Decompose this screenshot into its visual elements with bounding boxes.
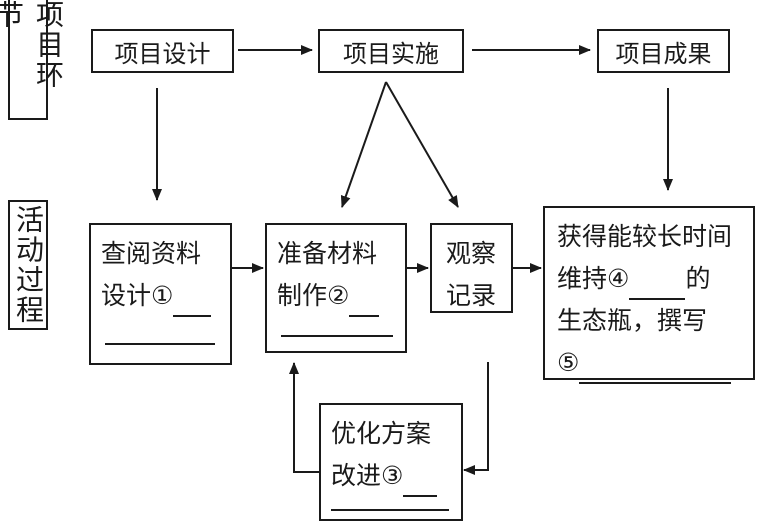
arrow-observe-to-optimize <box>463 362 489 475</box>
outcome-line2a: 维持 <box>557 264 608 293</box>
research-mark: ① <box>151 281 174 310</box>
optimize-blank-1 <box>403 467 438 497</box>
stage-result-box: 项目成果 <box>597 29 730 73</box>
row-label-stage-text: 项目环节 <box>0 0 65 90</box>
optimize-line2: 改进③ <box>331 455 451 497</box>
outcome-line2b: 的 <box>685 264 711 293</box>
prepare-blank-1 <box>349 287 380 317</box>
outcome-blank-2 <box>579 354 732 384</box>
outcome-mark5: ⑤ <box>557 348 580 377</box>
activity-optimize-box: 优化方案 改进③ <box>319 403 463 521</box>
research-line1: 查阅资料 <box>101 239 202 268</box>
activity-outcome-box: 获得能较长时间 维持④ 的 生态瓶，撰写 ⑤ <box>543 206 755 384</box>
research-blank-2 <box>105 343 215 345</box>
stage-design-box: 项目设计 <box>91 29 234 73</box>
activity-observe-box: 观察 记录 <box>430 223 513 313</box>
prepare-mark: ② <box>327 281 350 310</box>
stage-design-label: 项目设计 <box>114 39 211 68</box>
research-blank-1 <box>173 287 212 317</box>
optimize-blank-2 <box>331 509 449 511</box>
row-label-stage: 项目环节 <box>0 0 65 120</box>
stage-implement-label: 项目实施 <box>343 39 439 68</box>
activity-prepare-box: 准备材料 制作② <box>265 223 407 353</box>
prepare-blank-2 <box>281 335 393 337</box>
outcome-line1: 获得能较长时间 <box>557 222 733 251</box>
research-line2-text: 设计 <box>101 281 152 310</box>
outcome-line2: 维持④ 的 <box>557 258 743 300</box>
arrow-implement-to-prepare <box>340 81 387 208</box>
arrow-optimize-to-prepare <box>289 362 319 473</box>
activity-research-box: 查阅资料 设计① <box>89 223 232 365</box>
observe-line2: 记录 <box>446 281 497 310</box>
outcome-mark4: ④ <box>607 264 630 293</box>
optimize-mark: ③ <box>381 461 404 490</box>
arrow-implement-to-observe <box>385 81 459 208</box>
research-line2: 设计① <box>101 275 220 317</box>
optimize-line1: 优化方案 <box>331 419 432 448</box>
row-label-activity: 活动过程 <box>8 200 48 330</box>
outcome-line3: 生态瓶，撰写 <box>557 306 708 335</box>
prepare-line1: 准备材料 <box>277 239 378 268</box>
prepare-line2-text: 制作 <box>277 281 328 310</box>
optimize-line2-text: 改进 <box>331 461 382 490</box>
outcome-blank-1 <box>629 270 686 300</box>
row-label-activity-text: 活动过程 <box>12 205 45 325</box>
stage-implement-box: 项目实施 <box>318 29 464 73</box>
observe-line1: 观察 <box>446 239 497 268</box>
outcome-line4: ⑤ <box>557 342 743 384</box>
stage-result-label: 项目成果 <box>615 39 712 68</box>
prepare-line2: 制作② <box>277 275 395 317</box>
